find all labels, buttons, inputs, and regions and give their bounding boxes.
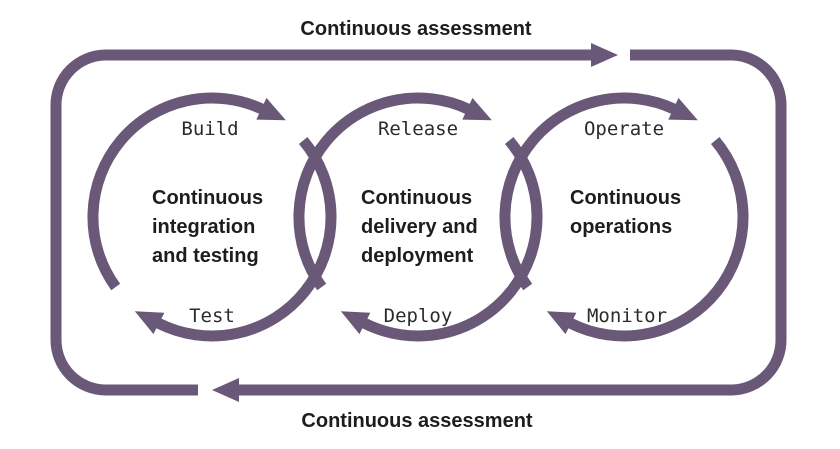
step-label-build: Build — [181, 118, 238, 140]
cycle-operations-title-line2: operations — [570, 216, 672, 238]
cycle-delivery-left-arc — [293, 92, 492, 291]
assessment-label-bottom: Continuous assessment — [301, 410, 533, 432]
cycle-integration-title-line1: Continuous — [152, 187, 263, 209]
cycle-integration-ring — [87, 92, 337, 342]
cycle-delivery-right-arc — [340, 136, 543, 342]
cycle-delivery-title-line2: delivery and — [361, 216, 478, 238]
step-label-monitor: Monitor — [587, 305, 667, 327]
cycle-delivery-title: Continuous delivery and deployment — [361, 187, 478, 267]
outer-assessment-loop — [50, 43, 787, 402]
step-label-deploy: Deploy — [384, 305, 453, 327]
cycle-operations-right-arc — [546, 136, 749, 342]
cycle-operations-left-arc — [499, 92, 698, 291]
cycle-integration-title-line2: integration — [152, 216, 255, 238]
cycle-operations-title: Continuous operations — [570, 187, 681, 238]
cycle-integration-right-arc — [134, 136, 337, 342]
cycle-integration-title: Continuous integration and testing — [152, 187, 263, 267]
cycle-integration-title-line3: and testing — [152, 245, 259, 267]
cycle-delivery-title-line1: Continuous — [361, 187, 472, 209]
step-label-operate: Operate — [584, 118, 664, 140]
cycle-operations-ring — [499, 92, 749, 342]
assessment-label-top: Continuous assessment — [300, 18, 532, 40]
step-label-release: Release — [378, 118, 458, 140]
outer-loop-right-bottom-segment — [212, 49, 787, 402]
cycle-integration-left-arc — [87, 92, 286, 291]
outer-loop-left-top-segment — [50, 43, 618, 396]
cycle-delivery-ring — [293, 92, 543, 342]
cycle-delivery-title-line3: deployment — [361, 245, 474, 267]
step-label-test: Test — [189, 305, 235, 327]
cycle-operations-title-line1: Continuous — [570, 187, 681, 209]
